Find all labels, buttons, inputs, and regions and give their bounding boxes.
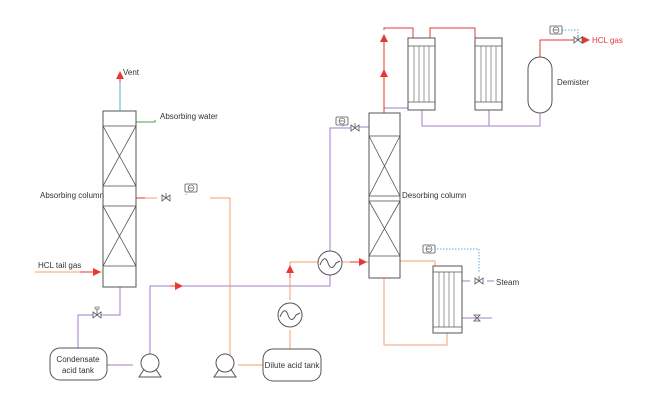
- steam-label: Steam: [496, 278, 519, 287]
- hcl-control-signal: [562, 29, 579, 36]
- condensate-tank-label-line2: acid tank: [62, 366, 95, 375]
- absorbing-column: [102, 110, 137, 288]
- condenser-1: [407, 37, 436, 111]
- condenser-2: [474, 37, 503, 111]
- hcl-tail-gas-label: HCL tail gas: [38, 261, 81, 270]
- pump-to-header-line: [149, 263, 331, 354]
- demister-label: Demister: [557, 78, 589, 87]
- hx-to-desorber-top-line: [329, 126, 369, 252]
- demister: [527, 56, 553, 114]
- reboiler: [432, 265, 463, 334]
- reboiler-return-line: [400, 260, 436, 266]
- valve-hcl-gas: [573, 35, 583, 44]
- instrument-tag: PIC: [426, 247, 432, 251]
- absorbing-water-line: [134, 120, 156, 126]
- hcl-gas-label: HCL gas: [592, 36, 623, 45]
- condensate-tank-label-line1: Condensate: [56, 355, 100, 364]
- instrument-tag: PIC: [188, 186, 194, 190]
- condenser1-to-condenser2-line: [429, 27, 476, 38]
- control-instrument-hcl: PIC: [549, 25, 563, 35]
- heat-exchanger-feed: [317, 250, 343, 276]
- desorbing-column-label: Desorbing column: [402, 191, 466, 200]
- demister-to-hcl-gas-line: [539, 36, 590, 57]
- valve-steam: [474, 276, 484, 285]
- overhead-to-condenser1-line: [383, 27, 414, 38]
- control-instrument-absorber: PIC: [184, 183, 198, 193]
- condenser-link-line-2: [421, 110, 490, 127]
- vent-label: Vent: [123, 68, 140, 77]
- absorber-bottom-line: [77, 287, 121, 350]
- pump-condensate: [138, 353, 162, 378]
- condensate-acid-tank: [49, 347, 108, 381]
- condenser-to-demister-line: [489, 113, 541, 127]
- instrument-tag: PIC: [553, 28, 559, 32]
- valve-desorber-feed: [350, 123, 360, 132]
- absorbing-water-label: Absorbing water: [160, 112, 218, 121]
- hx-to-desorber-line: [289, 261, 318, 300]
- heat-exchanger-dilute: [277, 302, 303, 328]
- valve-absorber-bottom: [92, 306, 102, 319]
- dilute-acid-tank: [262, 348, 322, 382]
- desorbing-column: [368, 112, 401, 279]
- steam-trap: [473, 314, 481, 322]
- pump-dilute: [213, 353, 237, 378]
- dilute-acid-pump-line: [210, 197, 231, 362]
- instrument-tag: PIC: [339, 119, 345, 123]
- desorber-control-signal: [342, 125, 355, 129]
- control-instrument-desorber: PIC: [335, 116, 349, 126]
- steam-control-signal: [434, 248, 480, 272]
- dilute-acid-tank-label: Dilute acid tank: [265, 361, 321, 370]
- valve-absorber-side: [161, 193, 171, 202]
- absorbing-column-label: Absorbing column: [40, 191, 104, 200]
- desorber-to-reboiler-line: [383, 278, 448, 346]
- control-instrument-steam: PIC: [422, 244, 436, 254]
